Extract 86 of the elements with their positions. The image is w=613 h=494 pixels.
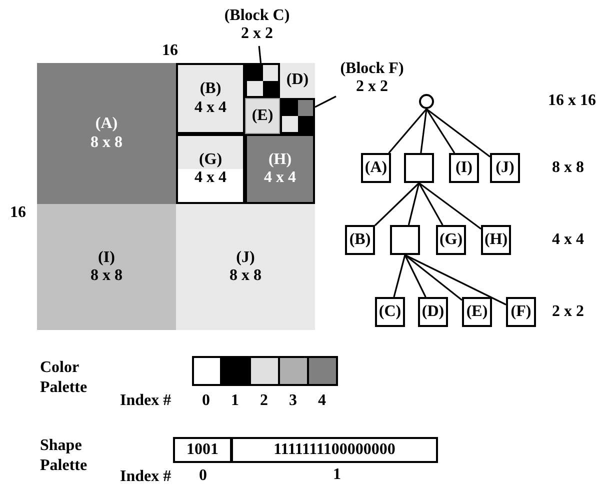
index-label: Index # — [120, 468, 172, 486]
index-number: 3 — [289, 392, 297, 410]
size-label: 4 x 4 — [264, 169, 296, 188]
index-number: 2 — [260, 392, 268, 410]
leader-line — [314, 96, 336, 108]
tree-edge — [374, 182, 420, 226]
root-node-circle — [419, 94, 434, 109]
node-label: (I) — [456, 158, 472, 178]
checker-block — [245, 63, 280, 98]
quadrant-block — [37, 63, 176, 204]
level-label: 4 x 4 — [552, 231, 584, 249]
tree-edge — [408, 182, 420, 226]
tree-edge — [404, 254, 506, 306]
node-label: (H) — [484, 230, 508, 250]
block-label: (I) — [98, 248, 115, 267]
node-label: (G) — [439, 230, 463, 250]
quadrant-block — [245, 134, 315, 204]
tree-edge — [420, 108, 428, 154]
tree-node-box — [506, 297, 536, 327]
size-label: 8 x 8 — [90, 134, 122, 152]
shape-code: 1001 — [186, 440, 218, 460]
tree-edge — [426, 108, 490, 158]
tree-node-box — [462, 297, 492, 327]
block-label: (G) — [198, 150, 222, 169]
level-label: 16 x 16 — [548, 92, 596, 110]
size-label: 2 x 2 — [241, 25, 273, 44]
node-label: (E) — [466, 302, 488, 322]
dimension-label: 16 — [10, 204, 26, 222]
block-label: (A) — [95, 115, 118, 134]
palette-title: Shape Palette — [40, 436, 88, 476]
tree-edge — [418, 182, 482, 230]
shape-code: 1111111100000000 — [274, 440, 396, 460]
block-label: (D) — [286, 71, 309, 90]
tree-node-box — [449, 153, 479, 183]
node-label: (J) — [496, 158, 514, 178]
tree-node-box — [490, 153, 520, 183]
tree-node-box — [418, 297, 448, 327]
quadrant-block — [176, 204, 315, 330]
palette-cell — [231, 437, 438, 463]
size-label: 8 x 8 — [230, 267, 262, 286]
palette-title: Color Palette — [40, 358, 88, 398]
block-label: (J) — [236, 248, 255, 267]
tree-edge — [393, 254, 406, 298]
tree-edge — [404, 254, 462, 301]
index-number: 0 — [199, 467, 207, 485]
tree-node-box — [390, 225, 420, 255]
block-caption-text: (Block F) — [340, 60, 404, 78]
level-label: 2 x 2 — [552, 303, 584, 321]
quadrant-block — [176, 134, 245, 204]
size-label: 4 x 4 — [194, 169, 226, 188]
tree-node-box — [481, 225, 511, 255]
quadrant-block — [245, 98, 280, 134]
quadrant-block — [176, 63, 245, 134]
size-label: 2 x 2 — [356, 78, 388, 96]
quadrant-block — [37, 204, 176, 330]
tree-node-box — [436, 225, 466, 255]
checker-block — [280, 98, 315, 134]
size-label: 4 x 4 — [194, 98, 226, 117]
tree-node-box — [375, 297, 405, 327]
index-label: Index # — [120, 392, 172, 410]
block-label: (H) — [268, 150, 292, 169]
node-label: (B) — [349, 230, 371, 250]
index-number: 1 — [231, 392, 239, 410]
block-caption-text: (Block C) — [224, 6, 290, 25]
node-label: (A) — [364, 158, 388, 178]
tree-edge — [426, 108, 456, 154]
leader-line — [258, 46, 262, 64]
block-label: (E) — [252, 106, 274, 126]
palette-cell — [173, 437, 232, 463]
size-label: 8 x 8 — [90, 267, 122, 286]
node-label: (C) — [378, 302, 402, 322]
tree-node-box — [345, 225, 375, 255]
node-label: (F) — [510, 302, 532, 322]
quadrant-block — [280, 63, 315, 98]
tree-node-box — [361, 153, 391, 183]
block-label: (B) — [200, 80, 222, 98]
node-label: (D) — [422, 302, 444, 322]
tree-edge — [388, 108, 428, 154]
tree-edge — [418, 182, 444, 226]
index-number: 4 — [318, 392, 326, 410]
level-label: 8 x 8 — [552, 159, 584, 177]
dimension-label: 16 — [162, 42, 178, 60]
index-number: 0 — [202, 392, 210, 410]
index-number: 1 — [333, 466, 341, 484]
tree-node-box — [404, 153, 434, 183]
tree-edge — [404, 254, 426, 298]
